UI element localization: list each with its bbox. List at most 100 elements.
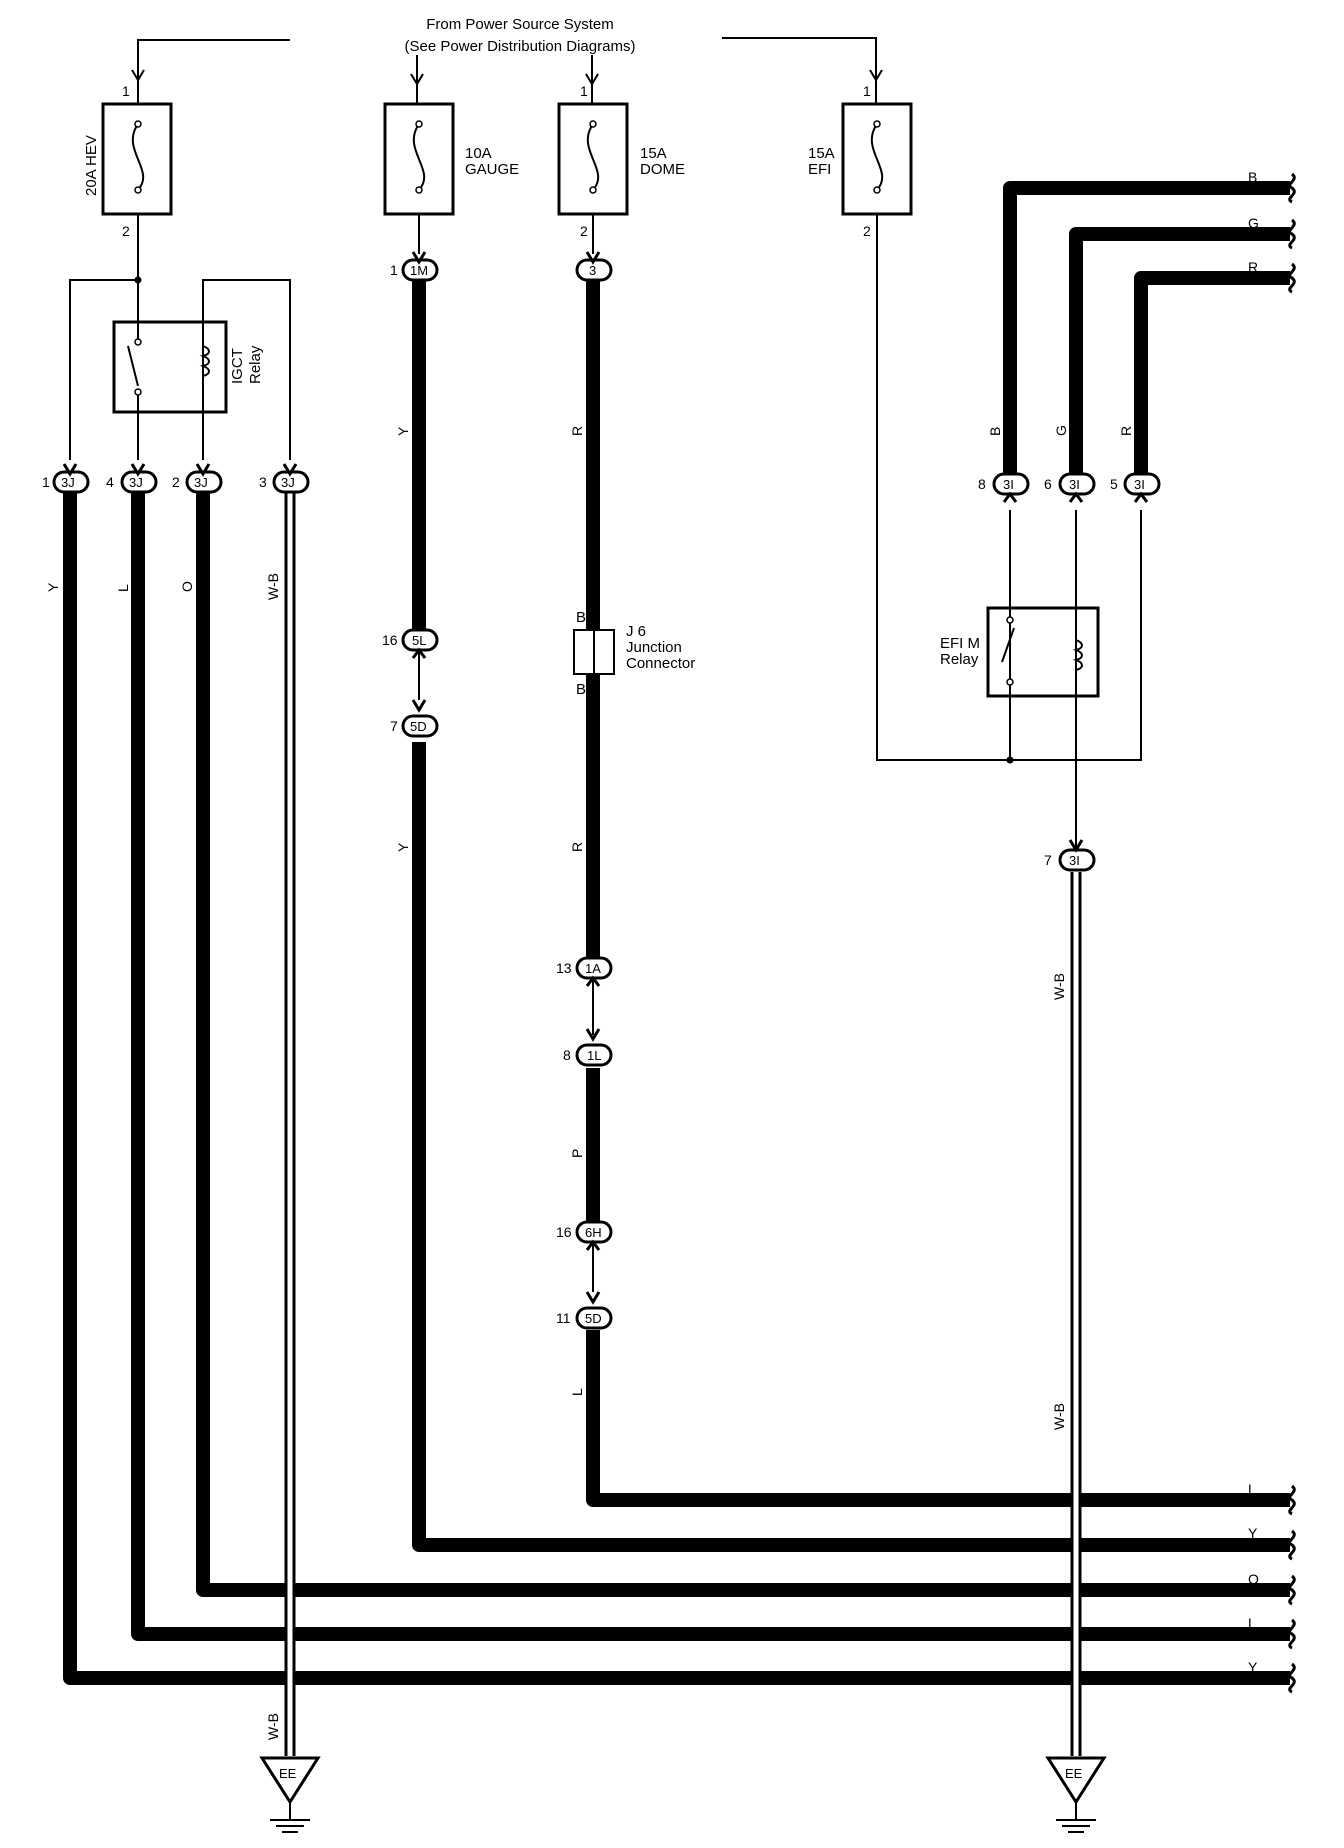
connector-3i-7: 3I 7 [1044,839,1096,872]
connector-3j-3: 3J 3 [259,463,310,494]
svg-text:L: L [1248,1481,1256,1497]
svg-text:4: 4 [106,474,114,490]
igct-relay-label-2: Relay [247,345,264,384]
connectors: 1M 1 3 3J 1 3J 4 3J 2 3J [42,251,1161,1330]
efim-relay-label-2: Relay [940,651,979,668]
fuse-gauge-label-1: 10A [465,145,492,162]
connector-1m: 1M 1 [390,251,439,282]
svg-text:Y: Y [45,582,61,592]
svg-text:W-B: W-B [265,1713,281,1740]
igct-relay: IGCT Relay [69,276,291,460]
svg-text:W-B: W-B [1051,1403,1067,1430]
svg-text:1: 1 [390,262,398,278]
right-edge-labels: B G R L Y O L Y [1248,169,1259,1675]
connector-6h: 6H 16 [556,1220,613,1251]
svg-text:13: 13 [556,960,572,976]
j6-pin-bottom: B [576,681,586,698]
connector-5l: 5L 16 [382,628,439,659]
svg-text:3J: 3J [61,475,75,490]
svg-text:3J: 3J [194,475,208,490]
svg-text:5D: 5D [410,719,427,734]
fuse-hev: 20A HEV 1 2 [83,80,173,280]
fuse-efi-pin-in: 1 [863,83,871,99]
svg-text:5D: 5D [585,1311,602,1326]
fuse-hev-pin-in: 1 [122,83,130,99]
svg-text:B: B [1248,169,1257,185]
svg-text:B: B [987,427,1003,436]
svg-text:1L: 1L [587,1048,601,1063]
header-line-2: (See Power Distribution Diagrams) [404,38,636,55]
connector-links [418,510,1142,1292]
svg-text:16: 16 [556,1224,572,1240]
wire-color-labels: Y L O W-B Y Y R R P L B G R W-B W-B W-B [45,425,1134,1740]
fuse-efi-label-1: 15A [808,145,835,162]
svg-text:3I: 3I [1069,853,1080,868]
svg-text:11: 11 [556,1310,571,1326]
svg-text:Y: Y [1248,1525,1258,1541]
svg-text:R: R [1248,259,1258,275]
svg-text:8: 8 [563,1047,571,1063]
fuse-hev-pin-out: 2 [122,223,130,239]
j6-line2: Junction [626,639,682,656]
connector-1a: 1A 13 [556,956,613,987]
svg-text:G: G [1248,215,1259,231]
fuse-efi: 1 2 15A EFI [808,80,913,239]
svg-text:16: 16 [382,632,398,648]
svg-text:7: 7 [1044,852,1052,868]
svg-text:6H: 6H [585,1225,602,1240]
svg-text:O: O [179,581,195,592]
svg-text:6: 6 [1044,476,1052,492]
wire-break-ends [1288,172,1296,1694]
fuse-dome-pin-out: 2 [580,223,588,239]
svg-text:EE: EE [1065,1766,1083,1781]
j6-pin-top: B [576,609,586,626]
connector-3i-6: 3I 6 [1044,472,1096,503]
junction-connector-j6: B B J 6 Junction Connector [573,609,695,698]
svg-text:R: R [1118,426,1134,436]
svg-text:R: R [569,842,585,852]
svg-text:Y: Y [395,842,411,852]
j6-line3: Connector [626,655,695,672]
svg-text:Y: Y [395,426,411,436]
svg-text:W-B: W-B [265,573,281,600]
svg-text:G: G [1053,425,1069,436]
svg-text:3J: 3J [129,475,143,490]
fuse-gauge-label-2: GAUGE [465,161,519,178]
ground-left: EE [259,1756,321,1833]
svg-text:8: 8 [978,476,986,492]
svg-text:2: 2 [172,474,180,490]
connector-5d-b: 5D 11 [556,1291,613,1330]
connector-3j-4: 3J 4 [106,463,158,494]
efim-relay: EFI M Relay [876,214,1142,860]
svg-text:1M: 1M [410,263,428,278]
svg-text:7: 7 [390,718,398,734]
connector-3j-2: 3J 2 [172,463,223,494]
thick-wires [63,181,1290,1685]
svg-text:5: 5 [1110,476,1118,492]
svg-text:1: 1 [42,474,50,490]
svg-text:3: 3 [259,474,267,490]
fuse-efi-label-2: EFI [808,161,831,178]
fuse-gauge: 10A GAUGE [383,84,519,254]
fuse-hev-label: 20A HEV [83,135,100,196]
fuse-dome-label-1: 15A [640,145,667,162]
fuse-dome: 1 2 15A DOME [557,83,685,254]
svg-text:5L: 5L [412,633,426,648]
svg-text:O: O [1248,1571,1259,1587]
connector-3i-8: 3I 8 [978,472,1030,503]
svg-text:3I: 3I [1069,477,1080,492]
power-feed-lines [137,37,877,84]
svg-text:Y: Y [1248,1659,1258,1675]
svg-text:3J: 3J [281,475,295,490]
svg-text:3I: 3I [1134,477,1145,492]
j6-name: J 6 [626,623,646,640]
efim-relay-label-1: EFI M [940,635,980,652]
feed-arrows [131,69,883,86]
svg-text:L: L [569,1388,585,1396]
connector-5d-a: 5D 7 [390,699,439,738]
connector-3j-1: 3J 1 [42,463,90,494]
connector-3i-5: 3I 5 [1110,472,1161,503]
fuse-dome-pin-in: 1 [580,83,588,99]
svg-text:1A: 1A [585,961,601,976]
